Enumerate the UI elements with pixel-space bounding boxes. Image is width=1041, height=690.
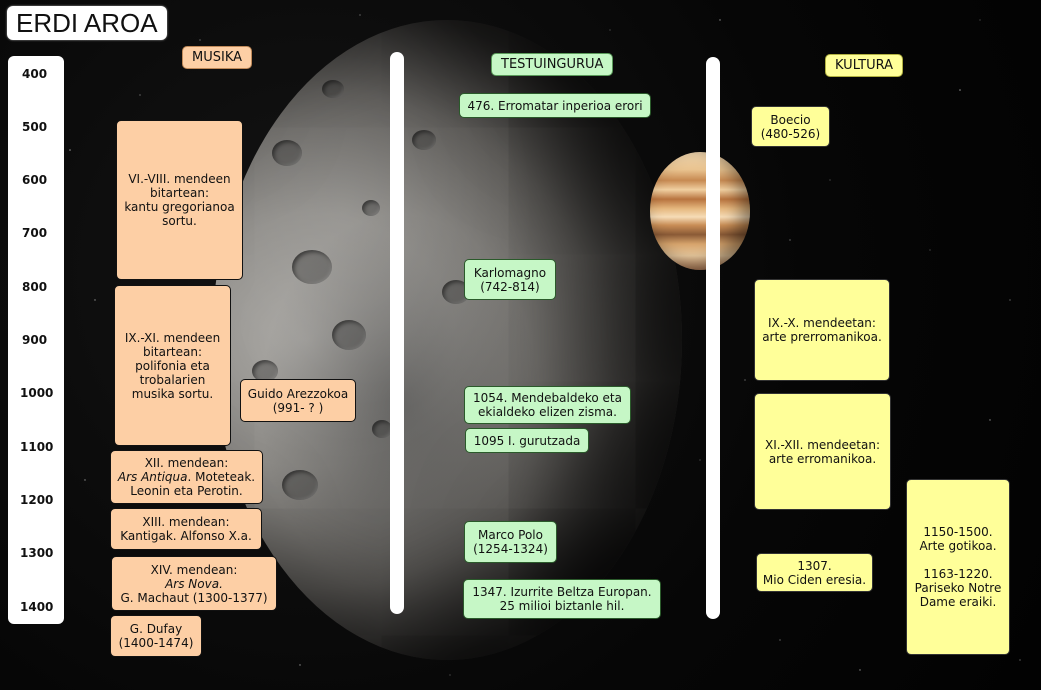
year-tick: 1400 bbox=[20, 600, 54, 614]
year-tick: 700 bbox=[22, 226, 48, 240]
year-tick: 1100 bbox=[20, 440, 54, 454]
year-tick: 1200 bbox=[20, 493, 54, 507]
event-ars-nova: XIV. mendean: Ars Nova. G. Machaut (1300… bbox=[111, 556, 277, 611]
ars-antiqua-line-2: Ars Antiqua. Moteteak. bbox=[118, 470, 255, 484]
event-dufay: G. Dufay (1400-1474) bbox=[110, 615, 202, 657]
event-guido-arezzokoa: Guido Arezzokoa (991- ? ) bbox=[240, 379, 356, 422]
ars-antiqua-line-1: XII. mendean: bbox=[144, 456, 229, 470]
year-tick: 400 bbox=[22, 67, 48, 81]
ars-nova-line-3: G. Machaut (1300-1377) bbox=[120, 590, 268, 605]
event-kantu-gregorianoa: VI.-VIII. mendeen bitartean: kantu grego… bbox=[116, 120, 243, 280]
page-title: ERDI AROA bbox=[7, 6, 167, 40]
year-tick: 600 bbox=[22, 173, 48, 187]
moon-image bbox=[212, 20, 682, 660]
ars-antiqua-rest: . Moteteak. bbox=[187, 470, 256, 484]
event-marco-polo: Marco Polo (1254-1324) bbox=[464, 521, 557, 563]
event-arte-gotikoa: 1150-1500. Arte gotikoa. 1163-1220. Pari… bbox=[906, 479, 1010, 655]
year-tick: 800 bbox=[22, 280, 48, 294]
event-arte-erromanikoa: XI.-XII. mendeetan: arte erromanikoa. bbox=[754, 393, 891, 510]
event-erromatar-inperioa: 476. Erromatar inperioa erori bbox=[459, 93, 651, 118]
event-ars-antiqua: XII. mendean: Ars Antiqua. Moteteak. Leo… bbox=[110, 450, 263, 504]
year-tick: 900 bbox=[22, 333, 48, 347]
event-boecio: Boecio (480-526) bbox=[751, 106, 830, 147]
year-tick: 500 bbox=[22, 120, 48, 134]
ars-antiqua-line-3: Leonin eta Perotin. bbox=[130, 484, 243, 498]
event-mio-cid: 1307. Mio Ciden eresia. bbox=[756, 553, 873, 592]
header-testuingurua: TESTUINGURUA bbox=[491, 53, 614, 76]
ars-nova-term: Ars Nova. bbox=[165, 576, 223, 591]
year-tick: 1000 bbox=[20, 386, 54, 400]
event-kantigak: XIII. mendean: Kantigak. Alfonso X.a. bbox=[110, 508, 262, 550]
ars-antiqua-term: Ars Antiqua bbox=[117, 470, 188, 484]
year-scale: 400 500 600 700 800 900 1000 1100 1200 1… bbox=[8, 56, 64, 624]
year-tick: 1300 bbox=[20, 546, 54, 560]
header-kultura: KULTURA bbox=[825, 54, 903, 77]
event-polifonia: IX.-XI. mendeen bitartean: polifonia eta… bbox=[114, 285, 231, 446]
header-musika: MUSIKA bbox=[182, 46, 253, 69]
jupiter-image bbox=[650, 152, 750, 270]
event-izurrite-beltza: 1347. Izurrite Beltza Europan. 25 milioi… bbox=[463, 579, 661, 619]
event-zisma: 1054. Mendebaldeko eta ekialdeko elizen … bbox=[464, 386, 631, 424]
event-arte-prerromanikoa: IX.-X. mendeetan: arte prerromanikoa. bbox=[754, 279, 890, 381]
ars-nova-line-1: XIV. mendean: bbox=[150, 562, 238, 577]
event-gurutzada: 1095 I. gurutzada bbox=[465, 428, 589, 453]
column-divider-right bbox=[706, 57, 720, 619]
event-karlomagno: Karlomagno (742-814) bbox=[464, 259, 556, 300]
column-divider-left bbox=[390, 52, 404, 614]
